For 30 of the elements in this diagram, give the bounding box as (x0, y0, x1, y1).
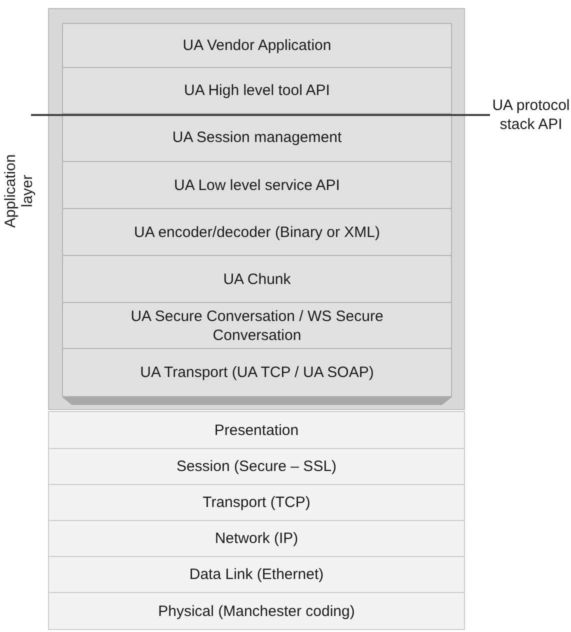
protocol-layer (48, 521, 465, 557)
protocol-layer (62, 209, 452, 256)
layer-name: Transport (TCP) (202, 493, 310, 512)
protocol-layer (62, 23, 452, 68)
protocol-layer (62, 68, 452, 114)
layer-title: Application layer (2, 153, 36, 230)
protocol-layer (48, 557, 465, 593)
layer-name: UA Session management (172, 128, 342, 147)
layer-name: UA Vendor Application (182, 36, 332, 55)
protocol-layer (48, 485, 465, 521)
layer-name: Physical (Manchester coding) (158, 602, 355, 620)
api-label: UA protocol stack API (491, 96, 571, 134)
protocol-layer (62, 303, 452, 349)
layer-name: UA Transport (UA TCP / UA SOAP) (140, 363, 374, 382)
layer-name: UA High level tool API (184, 81, 330, 100)
layer-name: Data Link (Ethernet) (189, 565, 324, 584)
protocol-layer (48, 449, 465, 485)
protocol-layer (48, 411, 465, 449)
protocol-layer (62, 114, 452, 162)
layer-name: Presentation (214, 420, 299, 440)
layer-name: UA Secure Conversation / WS Secure Conversation (130, 306, 384, 344)
protocol-layer (62, 256, 452, 303)
protocol-layer (48, 593, 465, 630)
layer-name: UA Chunk (223, 270, 291, 288)
layer-name: UA Low level service API (174, 176, 340, 194)
layer-name: UA encoder/decoder (Binary or XML) (134, 222, 380, 242)
layer-name: Network (IP) (214, 529, 298, 548)
layer-name: Session (Secure – SSL) (176, 457, 337, 476)
protocol-layer (62, 349, 452, 397)
protocol-layer (62, 162, 452, 209)
